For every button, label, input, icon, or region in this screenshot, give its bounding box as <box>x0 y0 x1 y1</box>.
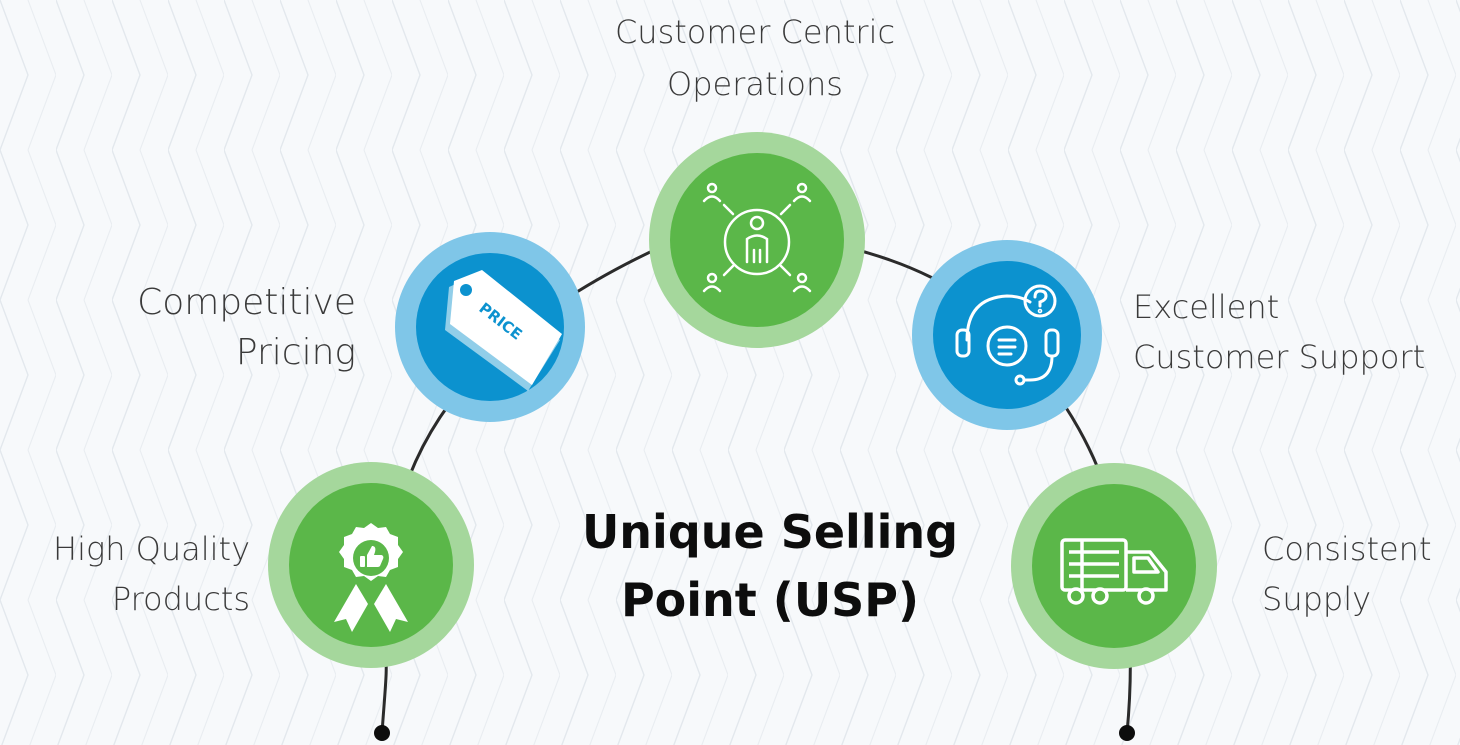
label-line: Consistent <box>1262 530 1432 568</box>
label-line: Operations <box>667 65 843 103</box>
customer-network-icon <box>702 182 812 293</box>
node-customer-support <box>912 240 1102 430</box>
label-customer-support: Excellent Customer Support <box>1133 282 1425 382</box>
node-competitive-pricing: PRICE <box>395 232 585 422</box>
label-consistent-supply: Consistent Supply <box>1262 524 1432 624</box>
label-line: Supply <box>1262 580 1372 618</box>
title-line-2: Point (USP) <box>620 573 920 627</box>
award-badge-thumbs-up-icon <box>334 523 408 632</box>
arc-endpoint-right <box>1119 725 1135 741</box>
arc-endpoint-left <box>374 725 390 741</box>
label-competitive-pricing: Competitive Pricing <box>60 278 356 378</box>
label-line: High Quality <box>53 530 250 568</box>
headset-support-icon <box>955 284 1060 386</box>
node-customer-centric <box>649 132 865 348</box>
center-title: Unique Selling Point (USP) <box>520 498 1020 634</box>
label-line: Customer Support <box>1133 338 1426 376</box>
title-line-1: Unique Selling <box>581 505 959 559</box>
label-line: Products <box>111 580 250 618</box>
label-line: Competitive <box>137 282 356 323</box>
price-tag-icon: PRICE <box>445 270 562 391</box>
node-consistent-supply <box>1011 463 1217 669</box>
label-high-quality: High Quality Products <box>0 524 250 624</box>
label-customer-centric: Customer Centric Operations <box>560 6 950 110</box>
node-high-quality <box>268 462 474 668</box>
label-line: Excellent <box>1133 288 1280 326</box>
label-line: Pricing <box>235 332 356 373</box>
delivery-truck-icon <box>1060 538 1168 605</box>
label-line: Customer Centric <box>614 13 896 51</box>
